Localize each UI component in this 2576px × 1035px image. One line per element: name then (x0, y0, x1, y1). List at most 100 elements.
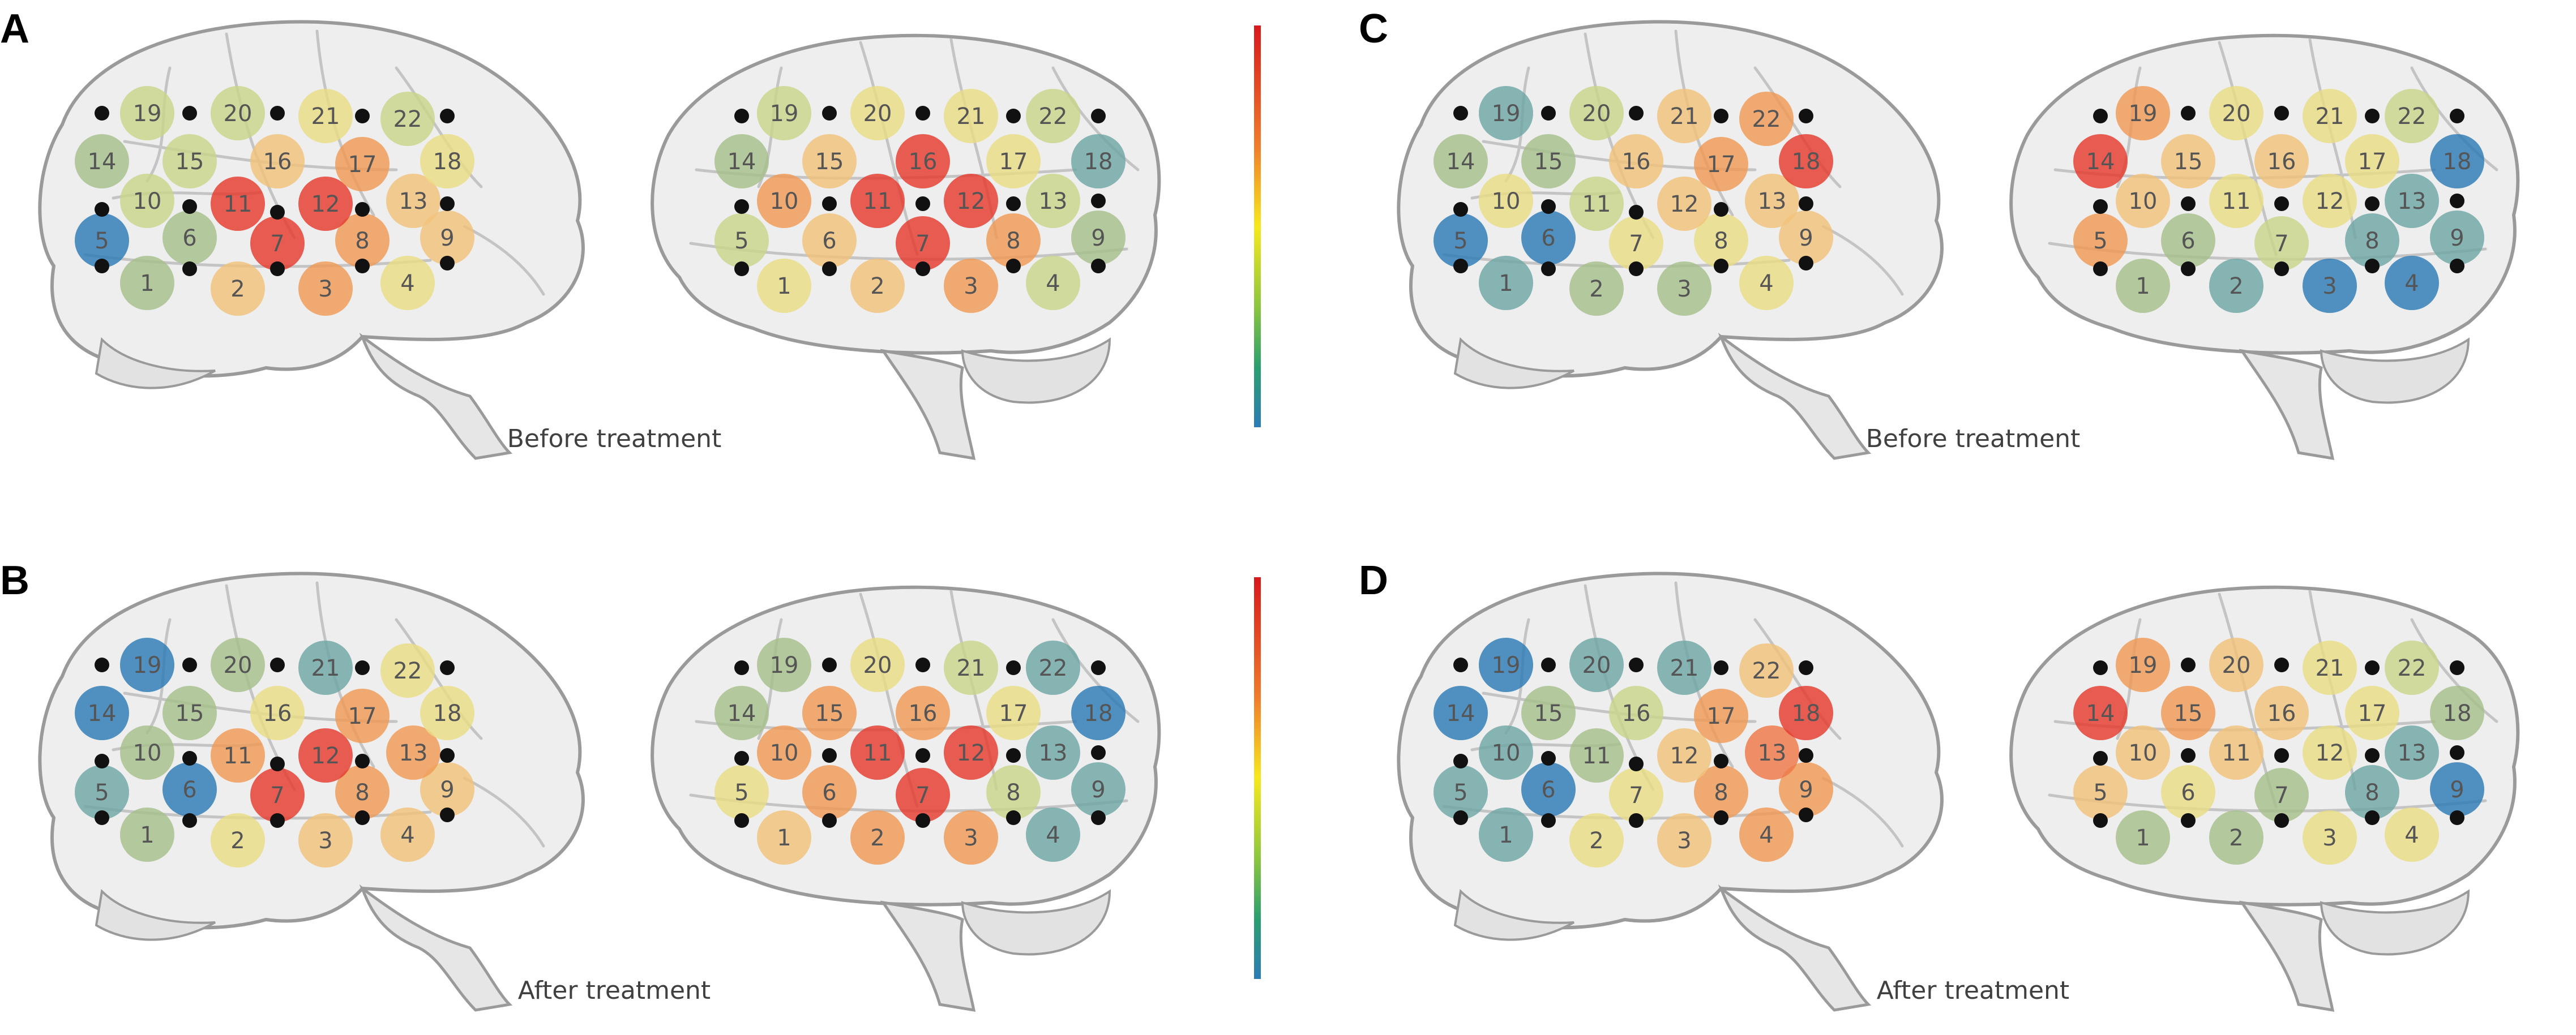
channel-marker (380, 643, 435, 698)
channel-number: 11 (224, 191, 253, 217)
channel-marker (944, 810, 998, 865)
optode-dot (822, 106, 837, 121)
channel-number: 16 (909, 701, 938, 727)
optode-dot (1453, 106, 1468, 121)
optode-dot (182, 658, 197, 672)
optode-dot (734, 109, 749, 123)
channel-marker (1521, 211, 1576, 265)
optode-dot (355, 202, 370, 217)
channel-marker (2209, 259, 2263, 313)
channel-number: 8 (1006, 780, 1020, 806)
channel-number: 12 (1670, 743, 1699, 769)
channel-number: 12 (311, 743, 340, 769)
optode-dot (1453, 259, 1468, 273)
panel-caption: After treatment (518, 976, 711, 1005)
channel-marker (1694, 689, 1748, 743)
channel-number: 19 (1492, 101, 1521, 127)
channel-number: 9 (440, 225, 454, 251)
channel-number: 11 (863, 740, 892, 766)
channel-number: 7 (270, 231, 284, 257)
panel-letter: B (0, 558, 29, 603)
channel-marker (298, 728, 353, 783)
channel-number: 17 (348, 703, 377, 729)
channel-marker (386, 725, 440, 780)
channel-number: 13 (2398, 188, 2427, 214)
channel-marker (1569, 728, 1624, 783)
channel-number: 8 (355, 228, 369, 254)
channel-marker (1745, 725, 1799, 780)
channel-marker (1434, 134, 1488, 188)
channel-number: 21 (2316, 104, 2344, 130)
channel-number: 21 (1670, 104, 1699, 130)
optode-dot (1799, 256, 1813, 270)
channel-marker (1026, 725, 1080, 780)
optode-dot (734, 751, 749, 766)
channel-marker (757, 86, 811, 140)
optode-dot (1799, 109, 1813, 123)
optode-dot (2365, 810, 2380, 825)
channel-number: 20 (1582, 101, 1611, 127)
channel-number: 20 (863, 101, 892, 127)
channel-marker (1569, 813, 1624, 867)
panel-letter: C (1359, 6, 1388, 51)
channel-number: 3 (964, 273, 978, 299)
channel-marker (986, 765, 1041, 819)
channel-number: 14 (728, 701, 756, 727)
channel-marker (1479, 808, 1533, 862)
optode-dot (2181, 658, 2196, 672)
channel-marker (1479, 86, 1533, 140)
channel-marker (1739, 643, 1794, 698)
channel-number: 4 (2404, 270, 2419, 297)
channel-number: 17 (999, 701, 1028, 727)
channel-marker (944, 89, 998, 143)
channel-marker (211, 638, 265, 692)
optode-dot (355, 660, 370, 675)
optode-dot (2181, 261, 2196, 276)
channel-number: 21 (1670, 655, 1699, 681)
channel-number: 11 (2222, 188, 2251, 214)
channel-number: 6 (182, 777, 196, 803)
optode-dot (1714, 810, 1728, 825)
channel-marker (1479, 256, 1533, 310)
optode-dot (1799, 196, 1813, 211)
channel-marker (420, 211, 474, 265)
optode-dot (1714, 109, 1728, 123)
optode-dot (182, 813, 197, 828)
channel-number: 17 (1707, 703, 1736, 729)
optode-dot (270, 205, 285, 220)
channel-number: 19 (2129, 652, 2158, 678)
optode-dot (1629, 757, 1644, 771)
channel-number: 2 (1589, 828, 1603, 854)
channel-marker (2209, 725, 2263, 780)
optode-dot (1006, 109, 1021, 123)
optode-dot (95, 658, 109, 672)
channel-number: 5 (2093, 228, 2107, 254)
channel-number: 15 (2174, 149, 2203, 175)
optode-dot (2274, 658, 2289, 672)
optode-dot (95, 810, 109, 825)
channel-number: 10 (770, 188, 799, 214)
channel-marker (802, 765, 857, 819)
optode-dot (915, 813, 930, 828)
channel-number: 5 (1453, 780, 1467, 806)
channel-number: 5 (95, 780, 109, 806)
channel-number: 2 (230, 276, 245, 302)
optode-dot (2181, 106, 2196, 121)
optode-dot (1091, 194, 1106, 208)
channel-number: 5 (95, 228, 109, 254)
channel-marker (162, 686, 217, 740)
optode-dot (270, 261, 285, 276)
channel-marker (2385, 808, 2439, 862)
channel-number: 8 (1714, 228, 1728, 254)
channel-marker (211, 728, 265, 783)
channel-number: 21 (311, 104, 340, 130)
panel-caption: Before treatment (1866, 424, 2081, 453)
channel-number: 2 (230, 828, 245, 854)
optode-dot (1714, 660, 1728, 675)
optode-dot (2181, 196, 2196, 211)
optode-dot (1091, 810, 1106, 825)
channel-marker (2303, 641, 2357, 695)
